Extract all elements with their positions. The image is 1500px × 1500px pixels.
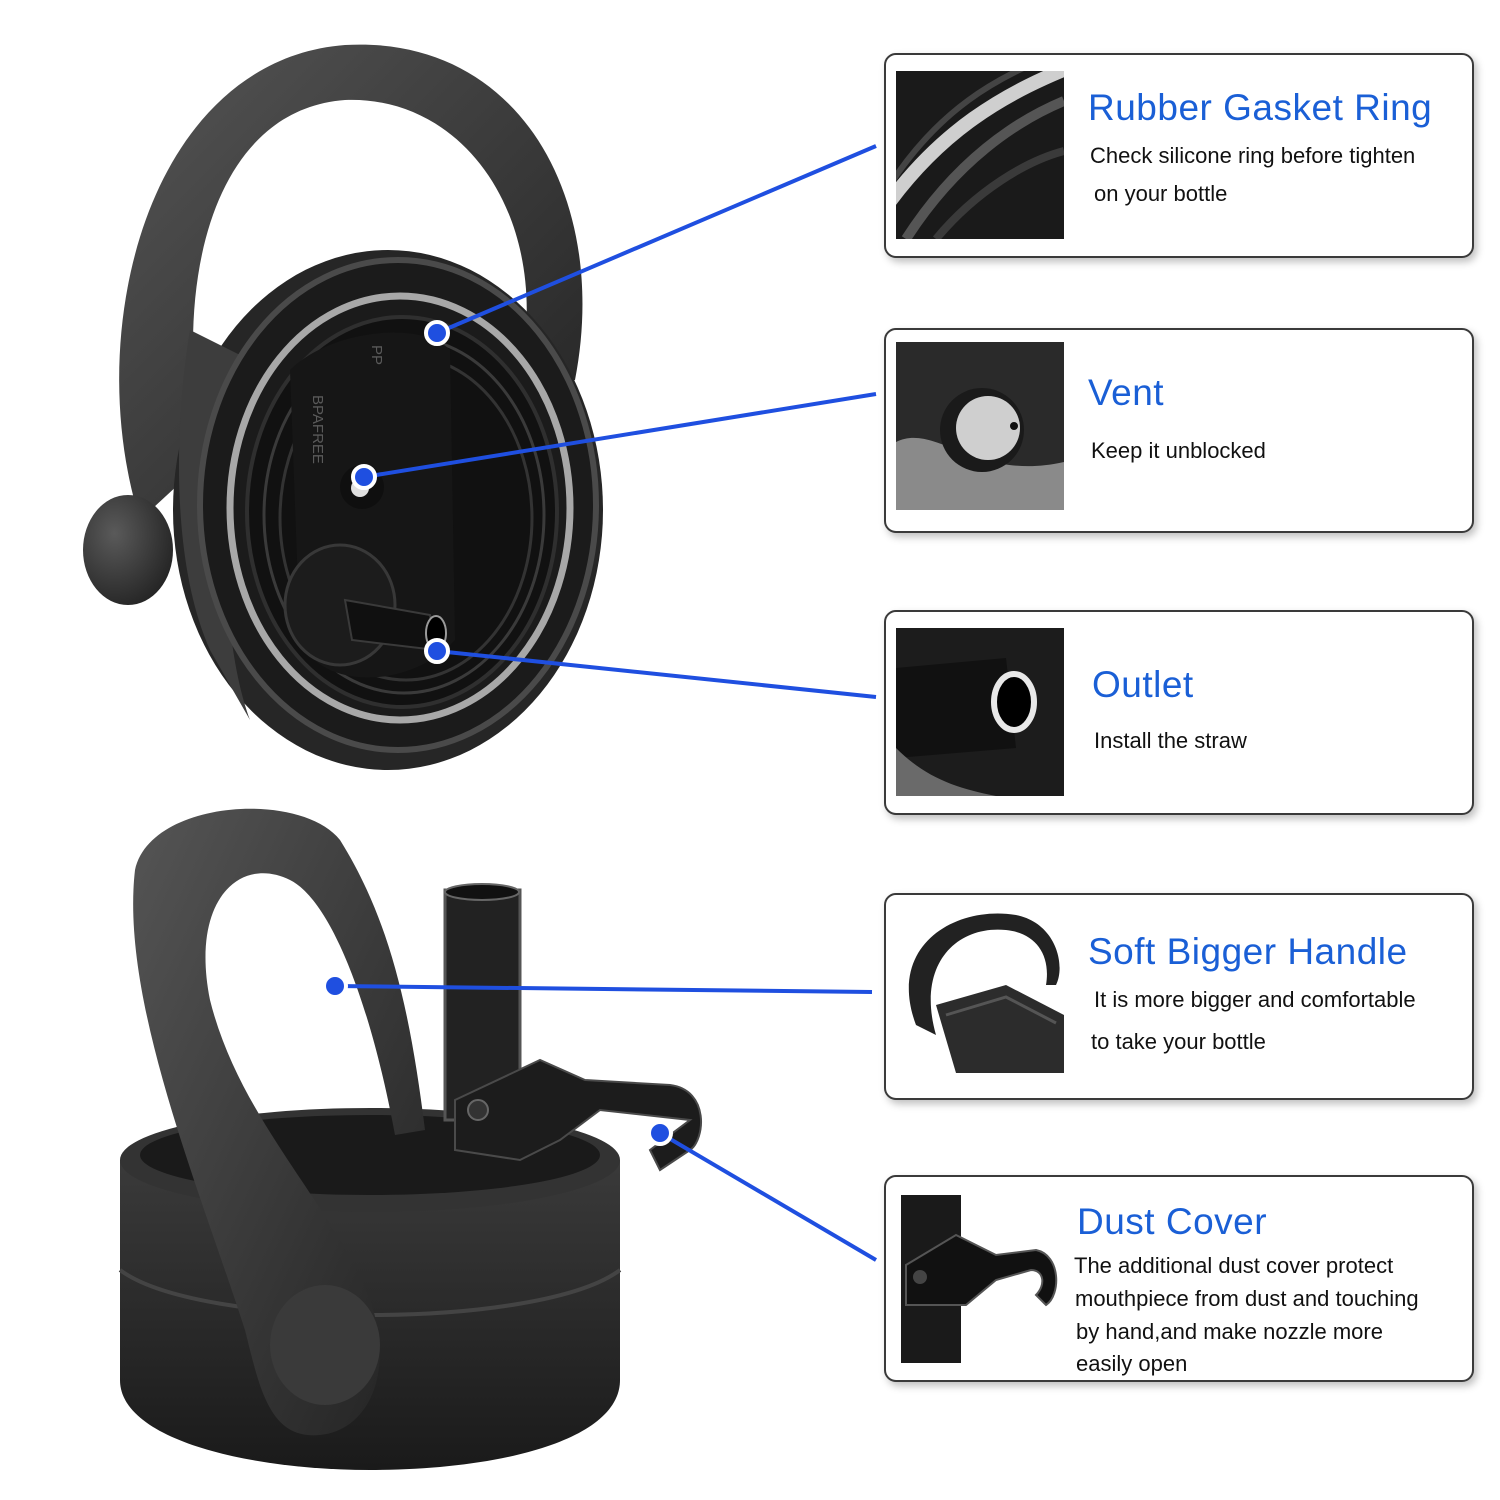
feature-card-gasket-ring: Rubber Gasket Ring Check silicone ring b…: [884, 53, 1474, 258]
feature-desc-line: to take your bottle: [1091, 1029, 1266, 1054]
outlet-photo-icon: [896, 628, 1064, 796]
feature-title: Outlet: [1092, 664, 1194, 705]
top-cap-handle: [119, 44, 583, 520]
feature-desc-line: mouthpiece from dust and touching: [1075, 1286, 1419, 1311]
feature-title: Dust Cover: [1077, 1201, 1268, 1242]
feature-title: Soft Bigger Handle: [1088, 931, 1408, 972]
feature-desc-line: on your bottle: [1094, 181, 1228, 206]
callout-lines: [334, 144, 878, 1262]
feature-title: Rubber Gasket Ring: [1088, 87, 1433, 128]
feature-title: Vent: [1088, 372, 1165, 413]
bottom-cap-illustration: [118, 808, 702, 1470]
feature-desc-line: easily open: [1076, 1351, 1188, 1376]
feature-desc-line: The additional dust cover protect: [1074, 1253, 1394, 1278]
feature-card-dust-cover: Dust Cover The additional dust cover pro…: [884, 1175, 1474, 1382]
feature-desc-line: Keep it unblocked: [1091, 438, 1266, 463]
top-cap-illustration: BPAFREE PP: [83, 44, 603, 770]
feature-desc-line: by hand,and make nozzle more: [1076, 1319, 1383, 1344]
cap-marking-bpafree: BPAFREE: [309, 395, 326, 464]
feature-card-handle: Soft Bigger Handle It is more bigger and…: [884, 893, 1474, 1100]
callout-dot-vent: [351, 464, 377, 490]
feature-desc-line: Check silicone ring before tighten: [1090, 143, 1416, 168]
callout-dot-outlet: [424, 638, 450, 664]
cap-marking-pp: PP: [368, 345, 385, 365]
handle-photo-icon: [896, 905, 1064, 1073]
vent-photo-icon: [896, 342, 1064, 510]
feature-desc-line: It is more bigger and comfortable: [1094, 987, 1416, 1012]
callout-dot-dust-cover: [647, 1120, 673, 1146]
feature-card-outlet: Outlet Install the straw: [884, 610, 1474, 815]
callout-dot-handle: [322, 973, 348, 999]
callout-dot-gasket: [424, 320, 450, 346]
dust-cover-photo-icon: [896, 1195, 1064, 1363]
gasket-ring-photo-icon: [896, 71, 1064, 239]
feature-card-vent: Vent Keep it unblocked: [884, 328, 1474, 533]
feature-desc-line: Install the straw: [1094, 728, 1247, 753]
callout-dots: [322, 320, 673, 1146]
